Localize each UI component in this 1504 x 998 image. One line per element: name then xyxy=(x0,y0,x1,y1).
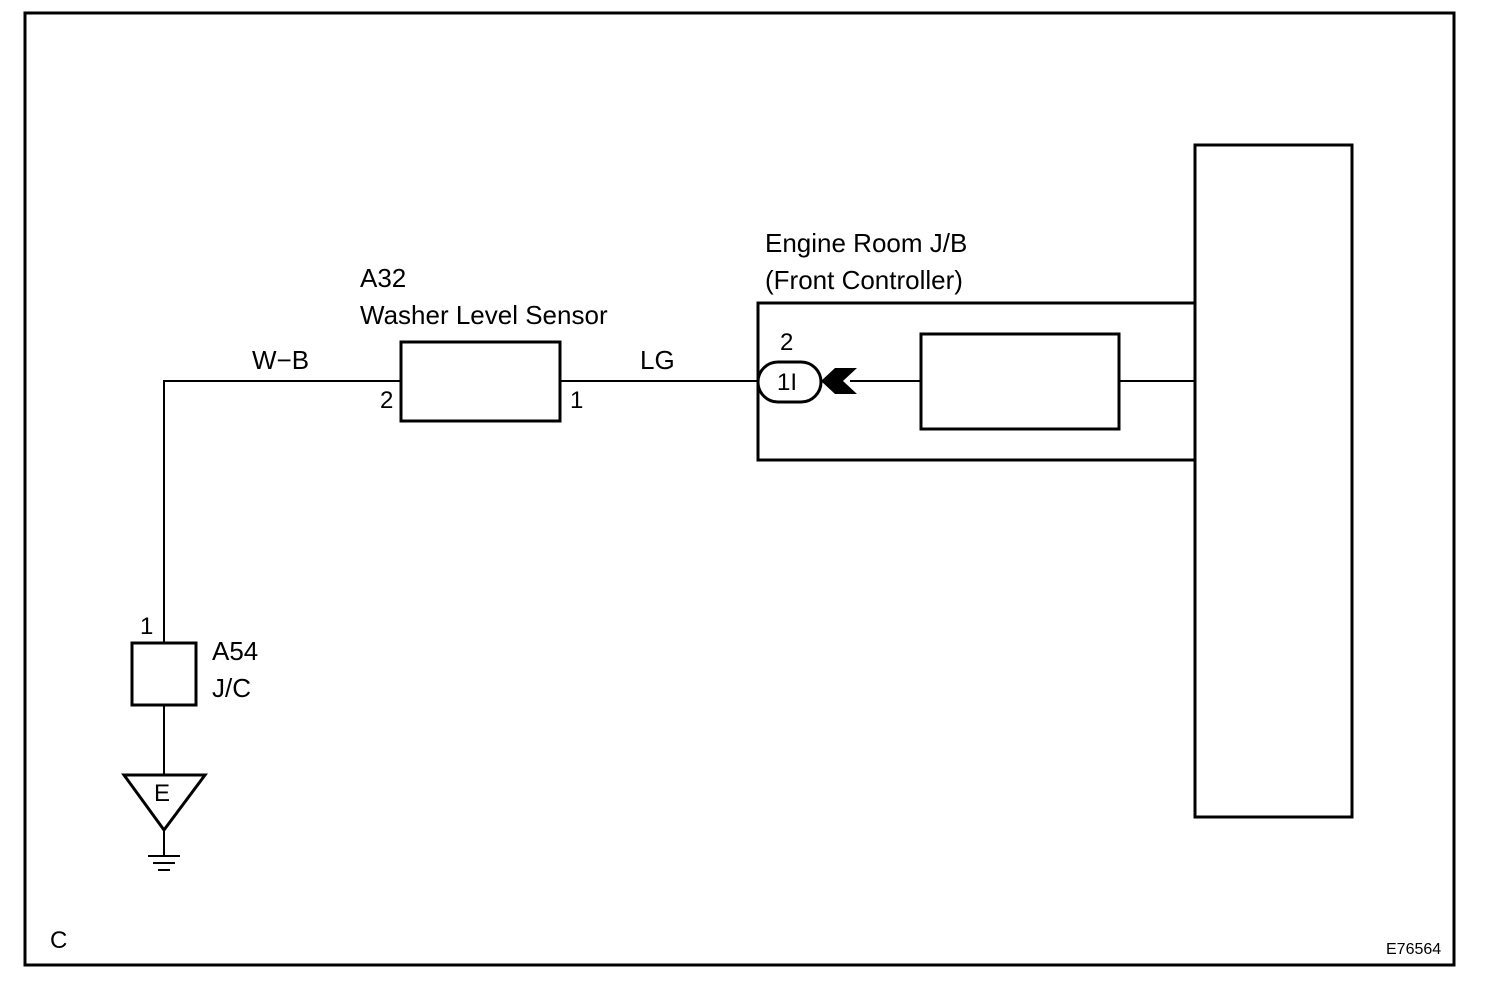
washer-level-sensor-box xyxy=(399,340,562,423)
jb-inner-module-box xyxy=(919,332,1121,431)
figure-code: E76564 xyxy=(1386,941,1441,958)
jc-code-label: A54 xyxy=(212,636,258,666)
connector-chevron-icon xyxy=(821,368,857,394)
ground-label: E xyxy=(154,780,170,807)
jb-title-line1: Engine Room J/B xyxy=(765,228,967,258)
jb-title-line2: (Front Controller) xyxy=(765,265,963,295)
sensor-name-label: Washer Level Sensor xyxy=(360,300,608,330)
signal-wire-color-label: LG xyxy=(640,345,675,375)
wire-w-b xyxy=(163,380,401,643)
sensor-code-label: A32 xyxy=(360,263,406,293)
sensor-pin-right: 1 xyxy=(570,387,583,414)
front-controller-tall-box xyxy=(1193,143,1354,819)
corner-letter: C xyxy=(50,927,67,954)
connector-1i-oval xyxy=(756,360,823,404)
ground-triangle xyxy=(121,773,208,833)
diagram-frame xyxy=(23,11,1456,967)
ground-wire-color-label: W−B xyxy=(252,345,309,375)
jb-connector-pin: 2 xyxy=(780,329,793,356)
sensor-pin-left: 2 xyxy=(380,387,393,414)
jb-connector-code: 1I xyxy=(777,369,797,396)
junction-connector-box xyxy=(130,641,198,707)
jc-name-label: J/C xyxy=(212,673,251,703)
jc-pin-label: 1 xyxy=(140,613,153,640)
